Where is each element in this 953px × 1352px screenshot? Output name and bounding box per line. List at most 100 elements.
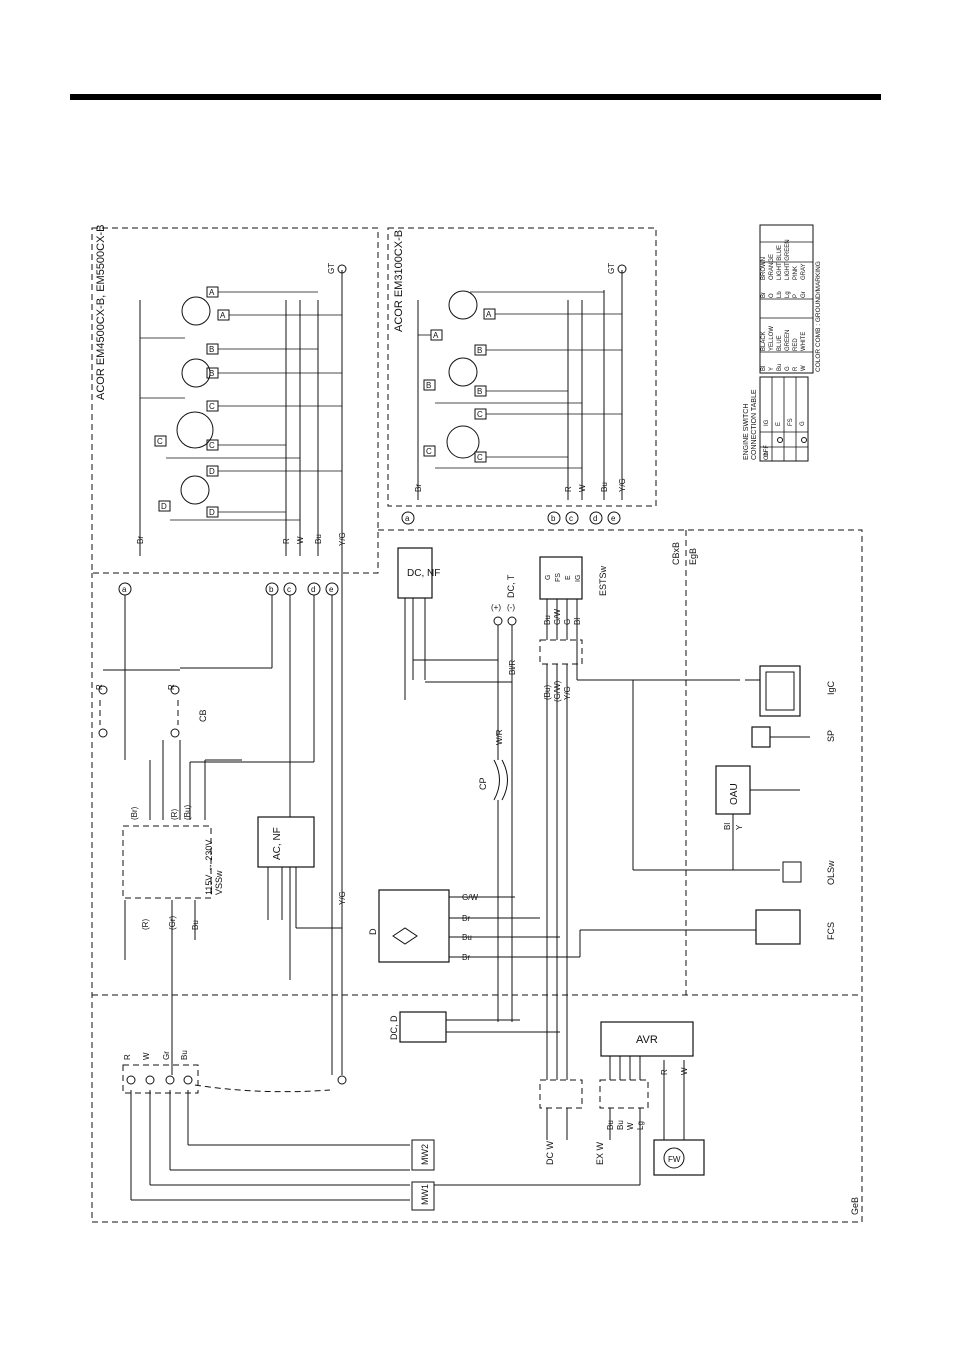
est-term-g: G [545, 575, 552, 580]
rec-d2: D [161, 502, 167, 511]
geb-wire-bu: Bu [180, 1050, 189, 1060]
wire-br-d1: Br [462, 914, 470, 923]
wire-w-4500: W [296, 536, 305, 544]
wire-gw-d: G/W [462, 893, 478, 902]
wire-bu-d: Bu [462, 933, 472, 942]
rec-d3: D [209, 508, 215, 517]
switch-col-fs: FS [788, 418, 794, 426]
switch-connection-dot [801, 437, 807, 443]
wire-pr: (R) [170, 809, 179, 820]
wire-pbu: (Bu) [183, 805, 192, 820]
acor-4500-receptacles [139, 264, 347, 556]
wire-pr-2: (R) [141, 919, 150, 930]
dc-t-minus: (-) [507, 603, 515, 612]
cb-label: CB [198, 709, 208, 722]
geb-wire-w: W [142, 1052, 151, 1060]
ex-w-label: EX W [595, 1141, 605, 1165]
color-code-cell: YELLOW [769, 326, 775, 351]
color-table-footer: COLOR COMB : GROUND/MARKING [815, 261, 822, 372]
sp-label: SP [826, 730, 836, 742]
wire-y-oau: Y [735, 824, 744, 830]
color-code-cell: Lg [785, 291, 791, 298]
geb-wire-gr: Gr [162, 1051, 171, 1060]
dc-d-label: DC, D [389, 1015, 399, 1040]
control-box-wiring [98, 547, 810, 1211]
acor-4500-title: ACOR EM4500CX-B, EM5500CX-B [95, 225, 107, 400]
wire-yg-3100: Y/G [618, 478, 627, 492]
conn-d: d [311, 585, 315, 594]
conn3-d: d [593, 514, 597, 523]
estsw-label: ESTSw [598, 565, 608, 596]
color-code-cell: ORANGE [769, 254, 775, 280]
rec-a1: A [209, 288, 215, 297]
conn3-b: b [551, 514, 556, 523]
wire-bu-3100: Bu [600, 482, 609, 492]
switch-col-e: E [776, 422, 782, 426]
conn-a: a [122, 585, 127, 594]
wire-yg-est: Y/G [563, 686, 572, 700]
switch-row-off: OFF [764, 445, 770, 457]
avr-wire-lg: Lg [636, 1121, 645, 1130]
color-code-cell: GRAY [801, 263, 807, 280]
rec-c3: C [209, 441, 215, 450]
dc-nf-label: DC, NF [407, 568, 440, 579]
control-box-frame [91, 529, 863, 1223]
rec-b1: B [209, 345, 214, 354]
color-code-cell: LIGHT GREEN [785, 239, 791, 280]
oau-label: OAU [729, 783, 740, 805]
wire-bu-4500: Bu [314, 534, 323, 544]
est-wire-gw: G/W [553, 609, 562, 625]
rec3-b1: B [477, 346, 482, 355]
dc-w-label: DC W [545, 1141, 555, 1165]
color-code-cell: O [769, 293, 775, 298]
dc-t-label: DC, T [506, 574, 516, 598]
wire-pgw: (G/W) [553, 680, 562, 702]
fw-label: FW [668, 1155, 681, 1164]
color-code-cell: BLUE [777, 335, 783, 351]
color-code-cell: G [785, 366, 791, 371]
mw1-label: MW1 [420, 1184, 430, 1205]
rec3-c1: C [477, 410, 483, 419]
rec3-b2: B [426, 381, 431, 390]
igc-label: IgC [826, 680, 836, 695]
color-code-cell: Bl [761, 366, 767, 371]
color-code-cell: LIGHT BLUE [777, 245, 783, 280]
fcs-label: FCS [826, 922, 836, 940]
rec-c2: C [157, 437, 163, 446]
header-rule [70, 94, 881, 100]
conn3-e: e [611, 514, 616, 523]
color-code-cell: PINK [793, 266, 799, 280]
color-code-cell: Bu [777, 364, 783, 371]
color-code-table [759, 224, 814, 374]
vssw-volts-label: 115V ↔ 230V [204, 840, 214, 895]
d-label: D [368, 928, 378, 935]
wire-r-4500: R [282, 538, 291, 544]
fw-wire-w: W [680, 1067, 689, 1075]
color-code-cell: P [793, 294, 799, 298]
avr-wire-bu1: Bu [606, 1120, 615, 1130]
est-term-fs: FS [555, 573, 562, 582]
color-code-cell: BLACK [761, 331, 767, 351]
wire-pbu-est: (Bu) [543, 685, 552, 700]
gt-label-3100: GT [607, 263, 616, 274]
rec3-a1: A [433, 331, 439, 340]
conn-e: e [329, 585, 334, 594]
switch-table-title2: CONNECTION TABLE [751, 389, 758, 460]
switch-table-title1: ENGINE SWITCH [743, 404, 750, 460]
conn3-c: c [569, 514, 573, 523]
color-code-cell: Br [761, 292, 767, 298]
color-code-cell: Gr [801, 291, 807, 298]
est-wire-g: G [563, 619, 572, 625]
conn-c: c [287, 585, 291, 594]
wire-blr: Bl/R [508, 660, 517, 675]
switch-col-ig: IG [764, 419, 770, 426]
wire-bl-oau: Bl [723, 823, 732, 830]
vssw-label: VSSw [214, 870, 224, 895]
est-wire-bu: Bu [543, 615, 552, 625]
egb-label: EgB [688, 548, 698, 565]
color-code-cell: Lb [777, 291, 783, 298]
rec3-c2: C [426, 447, 432, 456]
conn-b: b [269, 585, 274, 594]
cbxb-label: CBxB [671, 542, 681, 565]
acor-3100-frame [387, 227, 657, 507]
